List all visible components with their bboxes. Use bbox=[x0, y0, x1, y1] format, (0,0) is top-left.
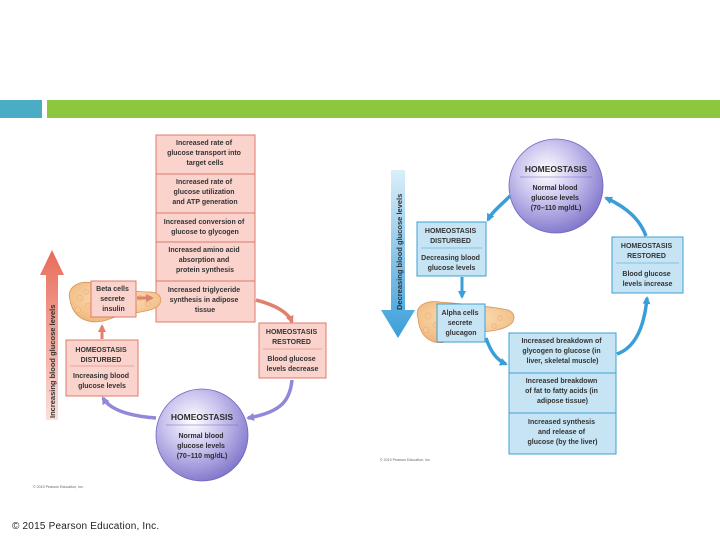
left-restored-body-1: Blood glucose bbox=[267, 356, 315, 363]
svg-text:Increased rate of gluc: Increased rate of glucose transport into… bbox=[167, 140, 243, 167]
left-panel-copyright: © 2015 Pearson Education, Inc. bbox=[33, 485, 84, 489]
title-accent-bar-teal bbox=[0, 100, 42, 118]
right-panel-glucagon: Decreasing blood glucose levels HOMEOSTA… bbox=[380, 138, 684, 462]
svg-text:Alpha cells secrete: Alpha cells secrete glucagon bbox=[442, 310, 481, 337]
right-restored-title-1: HOMEOSTASIS bbox=[621, 243, 673, 250]
effect-4-line-2: absorption and bbox=[179, 257, 230, 264]
svg-text:Normal blood glucose lev: Normal blood glucose levels (70–110 mg/d… bbox=[177, 433, 228, 460]
svg-text:Increased rate of gluc: Increased rate of glucose utilization an… bbox=[172, 179, 237, 206]
right-restored-title-2: RESTORED bbox=[627, 253, 666, 260]
right-restored-body-1: Blood glucose bbox=[622, 271, 670, 278]
right-homeostasis-body-1: Normal blood bbox=[532, 185, 577, 192]
svg-text:HOMEOSTASIS RESTORED: HOMEOSTASIS RESTORED Blood glucose level… bbox=[266, 329, 319, 373]
left-restored-body-2: levels decrease bbox=[267, 366, 319, 373]
svg-text:HOMEOSTASIS RESTORED: HOMEOSTASIS RESTORED Blood glucose level… bbox=[621, 243, 674, 288]
title-accent-bar-green bbox=[47, 100, 720, 118]
beta-cells-line-3: insulin bbox=[102, 306, 125, 313]
right-panel-copyright: © 2015 Pearson Education, Inc. bbox=[380, 458, 431, 462]
right-homeostasis-body-2: glucose levels bbox=[531, 195, 579, 202]
right-effect-3-line-2: and release of bbox=[538, 429, 586, 436]
slide-footer-copyright: © 2015 Pearson Education, Inc. bbox=[12, 521, 160, 532]
right-homeostasis-circle bbox=[508, 138, 604, 234]
right-effect-2-line-3: adipose tissue) bbox=[537, 398, 588, 405]
beta-cells-line-2: secrete bbox=[100, 296, 125, 303]
effect-4-line-1: Increased amino acid bbox=[168, 247, 239, 254]
effect-1-line-1: Increased rate of bbox=[176, 140, 233, 147]
effect-1-line-3: target cells bbox=[187, 160, 224, 167]
effect-1-line-2: glucose transport into bbox=[167, 150, 241, 157]
svg-text:Beta cells secrete: Beta cells secrete insulin bbox=[96, 286, 131, 313]
left-homeostasis-body-1: Normal blood bbox=[178, 433, 223, 440]
right-effect-2-line-1: Increased breakdown bbox=[526, 378, 598, 385]
effect-2-line-2: glucose utilization bbox=[173, 189, 234, 196]
left-panel-insulin: Increasing blood glucose levels Increase… bbox=[33, 134, 327, 489]
left-restored-title-1: HOMEOSTASIS bbox=[266, 329, 318, 336]
left-disturbed-body-1: Increasing blood bbox=[73, 373, 129, 380]
beta-cells-line-1: Beta cells bbox=[96, 286, 129, 293]
right-effect-1-line-3: liver, skeletal muscle) bbox=[527, 358, 599, 365]
svg-text:Increased synthesis an: Increased synthesis and release of gluco… bbox=[527, 419, 597, 446]
right-effect-3-line-1: Increased synthesis bbox=[528, 419, 595, 426]
right-disturbed-title-1: HOMEOSTASIS bbox=[425, 228, 477, 235]
svg-text:Normal blood glucose lev: Normal blood glucose levels (70–110 mg/d… bbox=[531, 185, 582, 212]
right-restored-box bbox=[611, 236, 684, 294]
left-homeostasis-title: HOMEOSTASIS bbox=[171, 412, 234, 422]
left-homeostasis-circle bbox=[155, 388, 249, 482]
left-restored-box bbox=[258, 322, 327, 379]
right-effect-2-line-2: of fat to fatty acids (in bbox=[525, 388, 598, 395]
alpha-cells-line-3: glucagon bbox=[445, 330, 476, 337]
alpha-cells-box bbox=[436, 303, 486, 343]
decreasing-glucose-arrow: Decreasing blood glucose levels bbox=[381, 170, 415, 338]
right-disturbed-title-2: DISTURBED bbox=[430, 238, 471, 245]
svg-text:Increased triglyceride: Increased triglyceride synthesis in adip… bbox=[168, 287, 242, 314]
svg-text:HOMEOSTASIS DISTURBED: HOMEOSTASIS DISTURBED Increasing blood g… bbox=[73, 347, 131, 390]
alpha-cells-line-2: secrete bbox=[448, 320, 473, 327]
right-homeostasis-title: HOMEOSTASIS bbox=[525, 164, 588, 174]
right-homeostasis-body-3: (70–110 mg/dL) bbox=[531, 205, 582, 212]
effect-2-line-1: Increased rate of bbox=[176, 179, 233, 186]
beta-cells-box bbox=[90, 280, 137, 318]
left-homeostasis-body-2: glucose levels bbox=[177, 443, 225, 450]
left-disturbed-body-2: glucose levels bbox=[78, 383, 126, 390]
left-axis-label: Increasing blood glucose levels bbox=[48, 305, 57, 418]
right-disturbed-body-1: Decreasing blood bbox=[421, 255, 480, 262]
right-effect-3-line-3: glucose (by the liver) bbox=[527, 439, 597, 446]
svg-text:Increased amino acid a: Increased amino acid absorption and prot… bbox=[168, 247, 241, 274]
left-disturbed-title-2: DISTURBED bbox=[81, 357, 122, 364]
right-effect-1-line-2: glycogen to glucose (in bbox=[522, 348, 600, 355]
right-effect-1-line-1: Increased breakdown of bbox=[521, 338, 602, 345]
svg-text:Increased conversion of: Increased conversion of glucose to glyco… bbox=[164, 219, 246, 236]
glucagon-effects-stack: Increased breakdown of glycogen to gluco… bbox=[508, 332, 617, 455]
effect-5-line-2: synthesis in adipose bbox=[170, 297, 239, 304]
insulin-effects-stack: Increased rate of glucose transport into… bbox=[155, 134, 256, 323]
effect-3-line-1: Increased conversion of bbox=[164, 219, 245, 226]
effect-5-line-1: Increased triglyceride bbox=[168, 287, 240, 294]
left-disturbed-title-1: HOMEOSTASIS bbox=[75, 347, 127, 354]
increasing-glucose-arrow: Increasing blood glucose levels bbox=[40, 250, 64, 420]
left-disturbed-box bbox=[65, 339, 139, 397]
left-homeostasis-body-3: (70–110 mg/dL) bbox=[177, 453, 228, 460]
right-axis-label: Decreasing blood glucose levels bbox=[395, 194, 404, 310]
effect-4-line-3: protein synthesis bbox=[176, 267, 234, 274]
svg-text:Increased breakdown of: Increased breakdown of fat to fatty acid… bbox=[525, 378, 600, 405]
left-restored-title-2: RESTORED bbox=[272, 339, 311, 346]
svg-text:Increased breakdown of: Increased breakdown of glycogen to gluco… bbox=[521, 338, 603, 365]
effect-2-line-3: and ATP generation bbox=[172, 199, 237, 206]
right-disturbed-body-2: glucose levels bbox=[428, 265, 476, 272]
right-disturbed-box bbox=[416, 221, 487, 277]
svg-text:HOMEOSTASIS DISTURBED: HOMEOSTASIS DISTURBED Decreasing blood g… bbox=[421, 228, 482, 272]
effect-3-line-2: glucose to glycogen bbox=[171, 229, 239, 236]
effect-5-line-3: tissue bbox=[195, 307, 215, 314]
right-restored-body-2: levels increase bbox=[623, 281, 673, 288]
alpha-cells-line-1: Alpha cells bbox=[442, 310, 479, 317]
